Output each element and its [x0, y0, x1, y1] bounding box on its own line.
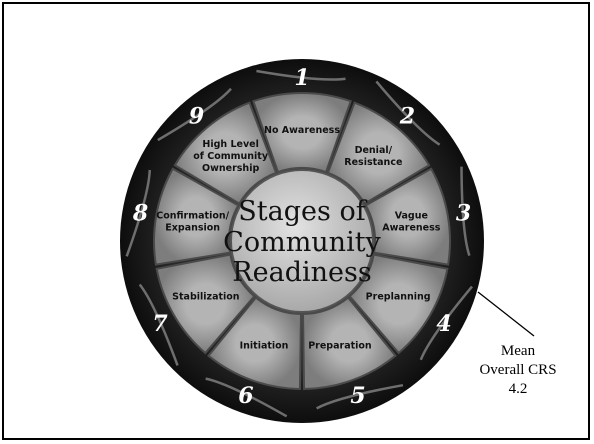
- stage-label-2-line-2: Resistance: [344, 157, 402, 168]
- stage-number-8: 8: [132, 201, 148, 227]
- center-title-line-3: Readiness: [232, 257, 371, 288]
- stage-number-7: 7: [152, 311, 168, 337]
- stage-number-2: 2: [399, 103, 415, 129]
- stage-label-3-line-1: Vague: [395, 211, 428, 222]
- stage-label-7-line-1: Stabilization: [172, 292, 240, 303]
- stage-label-3-line-2: Awareness: [382, 223, 441, 234]
- stage-label-6-line-1: Initiation: [240, 340, 289, 351]
- stage-number-4: 4: [436, 311, 451, 337]
- mean-crs-annotation: Mean Overall CRS 4.2: [468, 342, 568, 399]
- annotation-line-1: Mean: [468, 342, 568, 361]
- stage-label-9-line-3: Ownership: [202, 163, 259, 174]
- stage-label-2-line-1: Denial/: [355, 145, 393, 156]
- stage-number-6: 6: [238, 383, 253, 409]
- stage-number-5: 5: [350, 383, 365, 409]
- stage-label-8-line-1: Confirmation/: [156, 211, 229, 222]
- stage-label-5-line-1: Preparation: [308, 340, 372, 351]
- stage-label-4-line-1: Preplanning: [366, 292, 431, 303]
- stage-number-3: 3: [456, 201, 471, 227]
- center-title-line-1: Stages of: [238, 196, 367, 227]
- stage-label-9-line-2: of Community: [193, 151, 269, 162]
- stage-number-9: 9: [189, 103, 204, 129]
- stage-number-1: 1: [294, 65, 309, 91]
- stage-label-8-line-2: Expansion: [165, 223, 220, 234]
- annotation-line-2: Overall CRS: [468, 361, 568, 380]
- stage-label-9-line-1: High Level: [202, 139, 258, 150]
- stage-label-1-line-1: No Awareness: [264, 125, 340, 136]
- annotation-line-3: 4.2: [468, 380, 568, 399]
- annotation-pointer-line: [478, 292, 534, 336]
- center-title-line-2: Community: [223, 227, 381, 258]
